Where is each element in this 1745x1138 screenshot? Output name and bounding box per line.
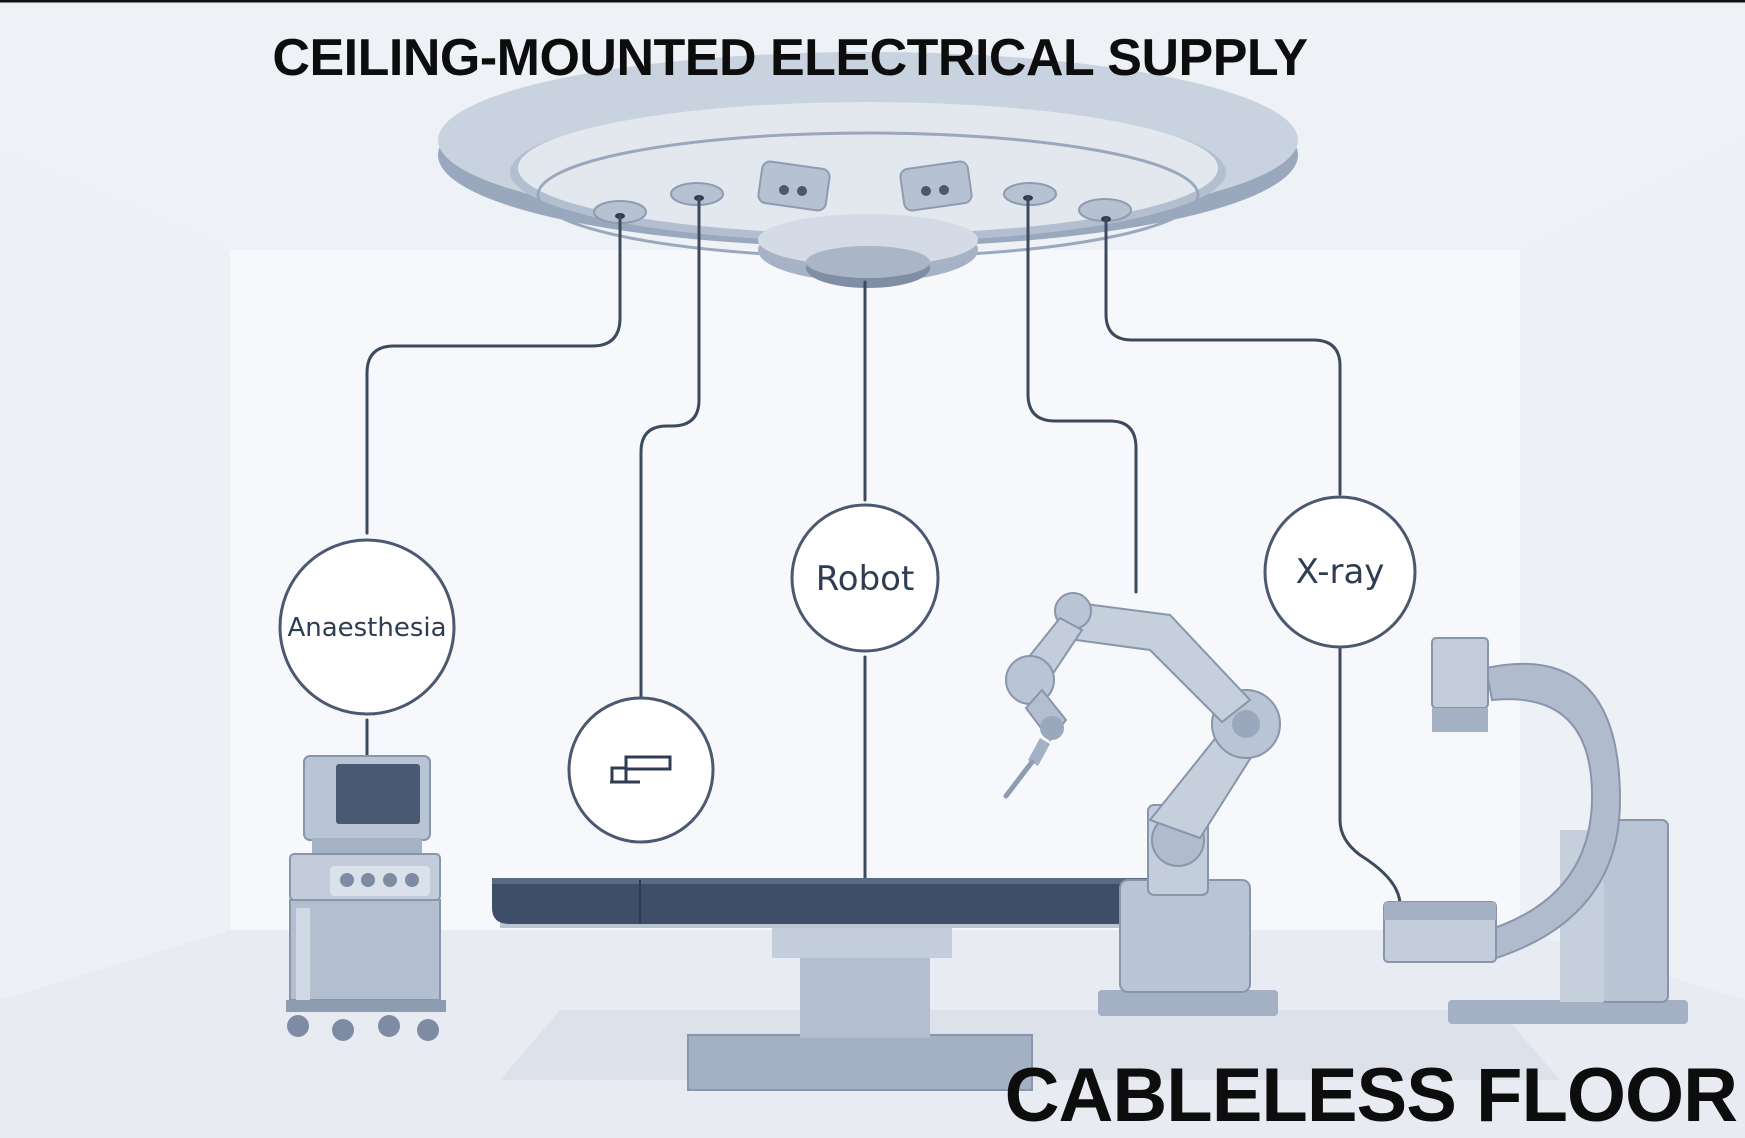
ceiling-supply-title: CEILING-MOUNTED ELECTRICAL SUPPLY: [272, 29, 1308, 87]
cableless-floor-title: CABLELESS FLOOR: [1004, 1053, 1738, 1138]
c-arm-xray: [1383, 637, 1688, 1024]
node-monitor: [567, 696, 715, 844]
anaesthesia-label: Anaesthesia: [287, 613, 446, 643]
node-robot: Robot: [790, 503, 940, 653]
cable-anaesthesia: [365, 214, 622, 535]
node-xray: X-ray: [1263, 495, 1417, 649]
cable-robot-arm: [1026, 196, 1138, 594]
operating-table: [492, 878, 1178, 1091]
cable-outlets: [593, 182, 1132, 224]
cable-xray: [1104, 217, 1342, 496]
cable-xray-lower: [1338, 646, 1402, 907]
anaesthesia-machine: [286, 755, 446, 1041]
xray-label: X-ray: [1296, 552, 1385, 592]
cables: [365, 196, 1402, 907]
robot-label: Robot: [816, 559, 915, 599]
power-socket-left: [757, 160, 831, 212]
monitor-icon: [610, 755, 672, 784]
ceiling-supply-unit: [438, 52, 1298, 288]
node-anaesthesia: Anaesthesia: [278, 538, 456, 716]
power-socket-right: [899, 160, 973, 212]
cable-monitor: [639, 196, 701, 700]
robotic-arm: [1003, 592, 1281, 1016]
